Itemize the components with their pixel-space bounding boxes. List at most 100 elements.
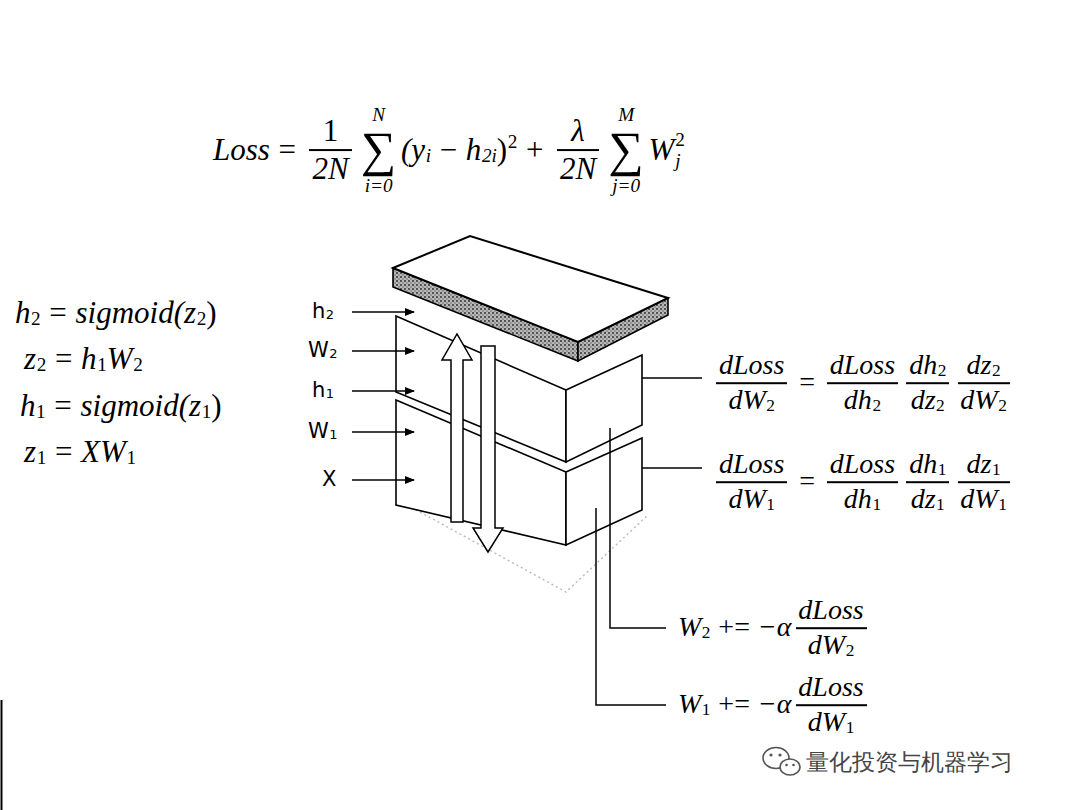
pointer-arrow [352, 390, 414, 391]
math-term: z [24, 342, 36, 376]
fraction-bar [309, 149, 351, 151]
math-term: W [678, 690, 701, 721]
layer-label: h2 [312, 300, 334, 323]
denominator: 2N [309, 152, 351, 186]
forward-equation: h1=sigmoid(z1) [20, 389, 222, 423]
fraction-bar [796, 704, 867, 706]
math-term: dLoss [830, 449, 895, 480]
numerator: dLoss [796, 672, 867, 703]
math-operator: = [799, 368, 815, 399]
subscript: 1 [766, 495, 775, 514]
math-term: dW [728, 385, 765, 416]
fraction: dz2dW2 [958, 350, 1010, 416]
fraction: dLoss dW1 [716, 449, 787, 515]
subscript: 2 [702, 624, 711, 643]
leader-line [610, 428, 666, 628]
math-term: W [678, 613, 701, 644]
math-term: X [322, 468, 336, 491]
math-term: W [107, 342, 133, 376]
math-operator: = [55, 342, 72, 376]
backward-arrow [473, 346, 503, 552]
fraction-bar [906, 481, 949, 483]
math-term: z [24, 435, 36, 469]
math-term: dz [911, 484, 936, 515]
numerator: dLoss [827, 449, 898, 480]
denominator: dW1 [958, 484, 1010, 515]
fraction-bar [716, 382, 787, 384]
fraction-bar [557, 149, 599, 151]
sum-limit: M [618, 104, 634, 125]
subscript: j [675, 150, 680, 171]
forward-arrow [442, 334, 472, 522]
math-term: dW [960, 484, 997, 515]
subscript: 2 [998, 396, 1007, 415]
math-term: h [466, 133, 482, 167]
subscript: 2 [326, 309, 334, 323]
math-term: dz [967, 350, 992, 381]
numerator: dLoss [716, 350, 787, 381]
math-term: λ [571, 114, 584, 148]
subscript: 2 [846, 641, 855, 660]
layer-label: W2 [308, 339, 337, 362]
math-operator: = [49, 296, 66, 330]
math-term: dh [909, 350, 937, 381]
update-equation: W2+=−αdLossdW2 [678, 595, 871, 661]
subscript: 1 [936, 495, 945, 514]
math-term: dW [728, 484, 765, 515]
math-term: dh [844, 484, 872, 515]
fraction-bar [716, 481, 787, 483]
sum-symbol: ∑ [361, 125, 396, 175]
subscript: 2i [482, 145, 497, 166]
upper-block-side [566, 355, 642, 462]
fraction: dz1dW1 [958, 449, 1010, 515]
math-operator: − [440, 133, 457, 167]
subscript: 1 [846, 718, 855, 737]
denominator: dW2 [958, 385, 1010, 416]
math-term: h [81, 342, 97, 376]
subscript: 1 [938, 460, 947, 479]
math-operator: += [718, 690, 750, 721]
sum-limit: j=0 [612, 175, 640, 196]
math-operator: = [55, 435, 72, 469]
math-term: −α [758, 613, 792, 644]
pointer-arrow [352, 311, 414, 312]
numerator: dLoss [716, 449, 787, 480]
denominator: dW1 [796, 707, 867, 738]
math-term: sigmoid(z [81, 389, 202, 423]
subscript: 2 [329, 348, 337, 362]
subscript: 2 [31, 308, 41, 329]
forward-equation: z1=XW1 [24, 435, 136, 469]
math-term: ) [211, 389, 221, 423]
pointer-arrow [352, 350, 414, 351]
math-operator: + [526, 133, 543, 167]
subscript: 2 [766, 396, 775, 415]
numerator: dz2 [958, 350, 1010, 381]
numerator: λ [557, 114, 599, 148]
math-operator: += [718, 613, 750, 644]
subscript: 2 [197, 308, 207, 329]
denominator: dh1 [827, 484, 898, 515]
sum-symbol: ∑ [608, 125, 643, 175]
update-equation: W1+=−αdLossdW1 [678, 672, 871, 738]
fraction: dLoss dW2 [716, 350, 787, 416]
superscript: 2 [675, 129, 685, 150]
math-term: W [648, 133, 674, 167]
math-term: Loss [213, 133, 270, 167]
plate-top [393, 236, 668, 342]
subscript: 1 [702, 701, 711, 720]
fraction: λ2N [557, 114, 599, 186]
math-term: dLoss [719, 350, 784, 381]
watermark-icon [763, 748, 800, 776]
subscript: 1 [97, 354, 107, 375]
denominator: dW2 [796, 630, 867, 661]
fraction: dLoss dW2 [796, 595, 867, 661]
math-term: 2N [312, 152, 348, 186]
subscript: 2 [133, 354, 143, 375]
math-term: dz [911, 385, 936, 416]
subscript: 1 [326, 388, 334, 402]
layer-label: X [322, 468, 336, 491]
math-term: (y [401, 133, 425, 167]
math-term: dW [960, 385, 997, 416]
math-term: dLoss [798, 595, 863, 626]
